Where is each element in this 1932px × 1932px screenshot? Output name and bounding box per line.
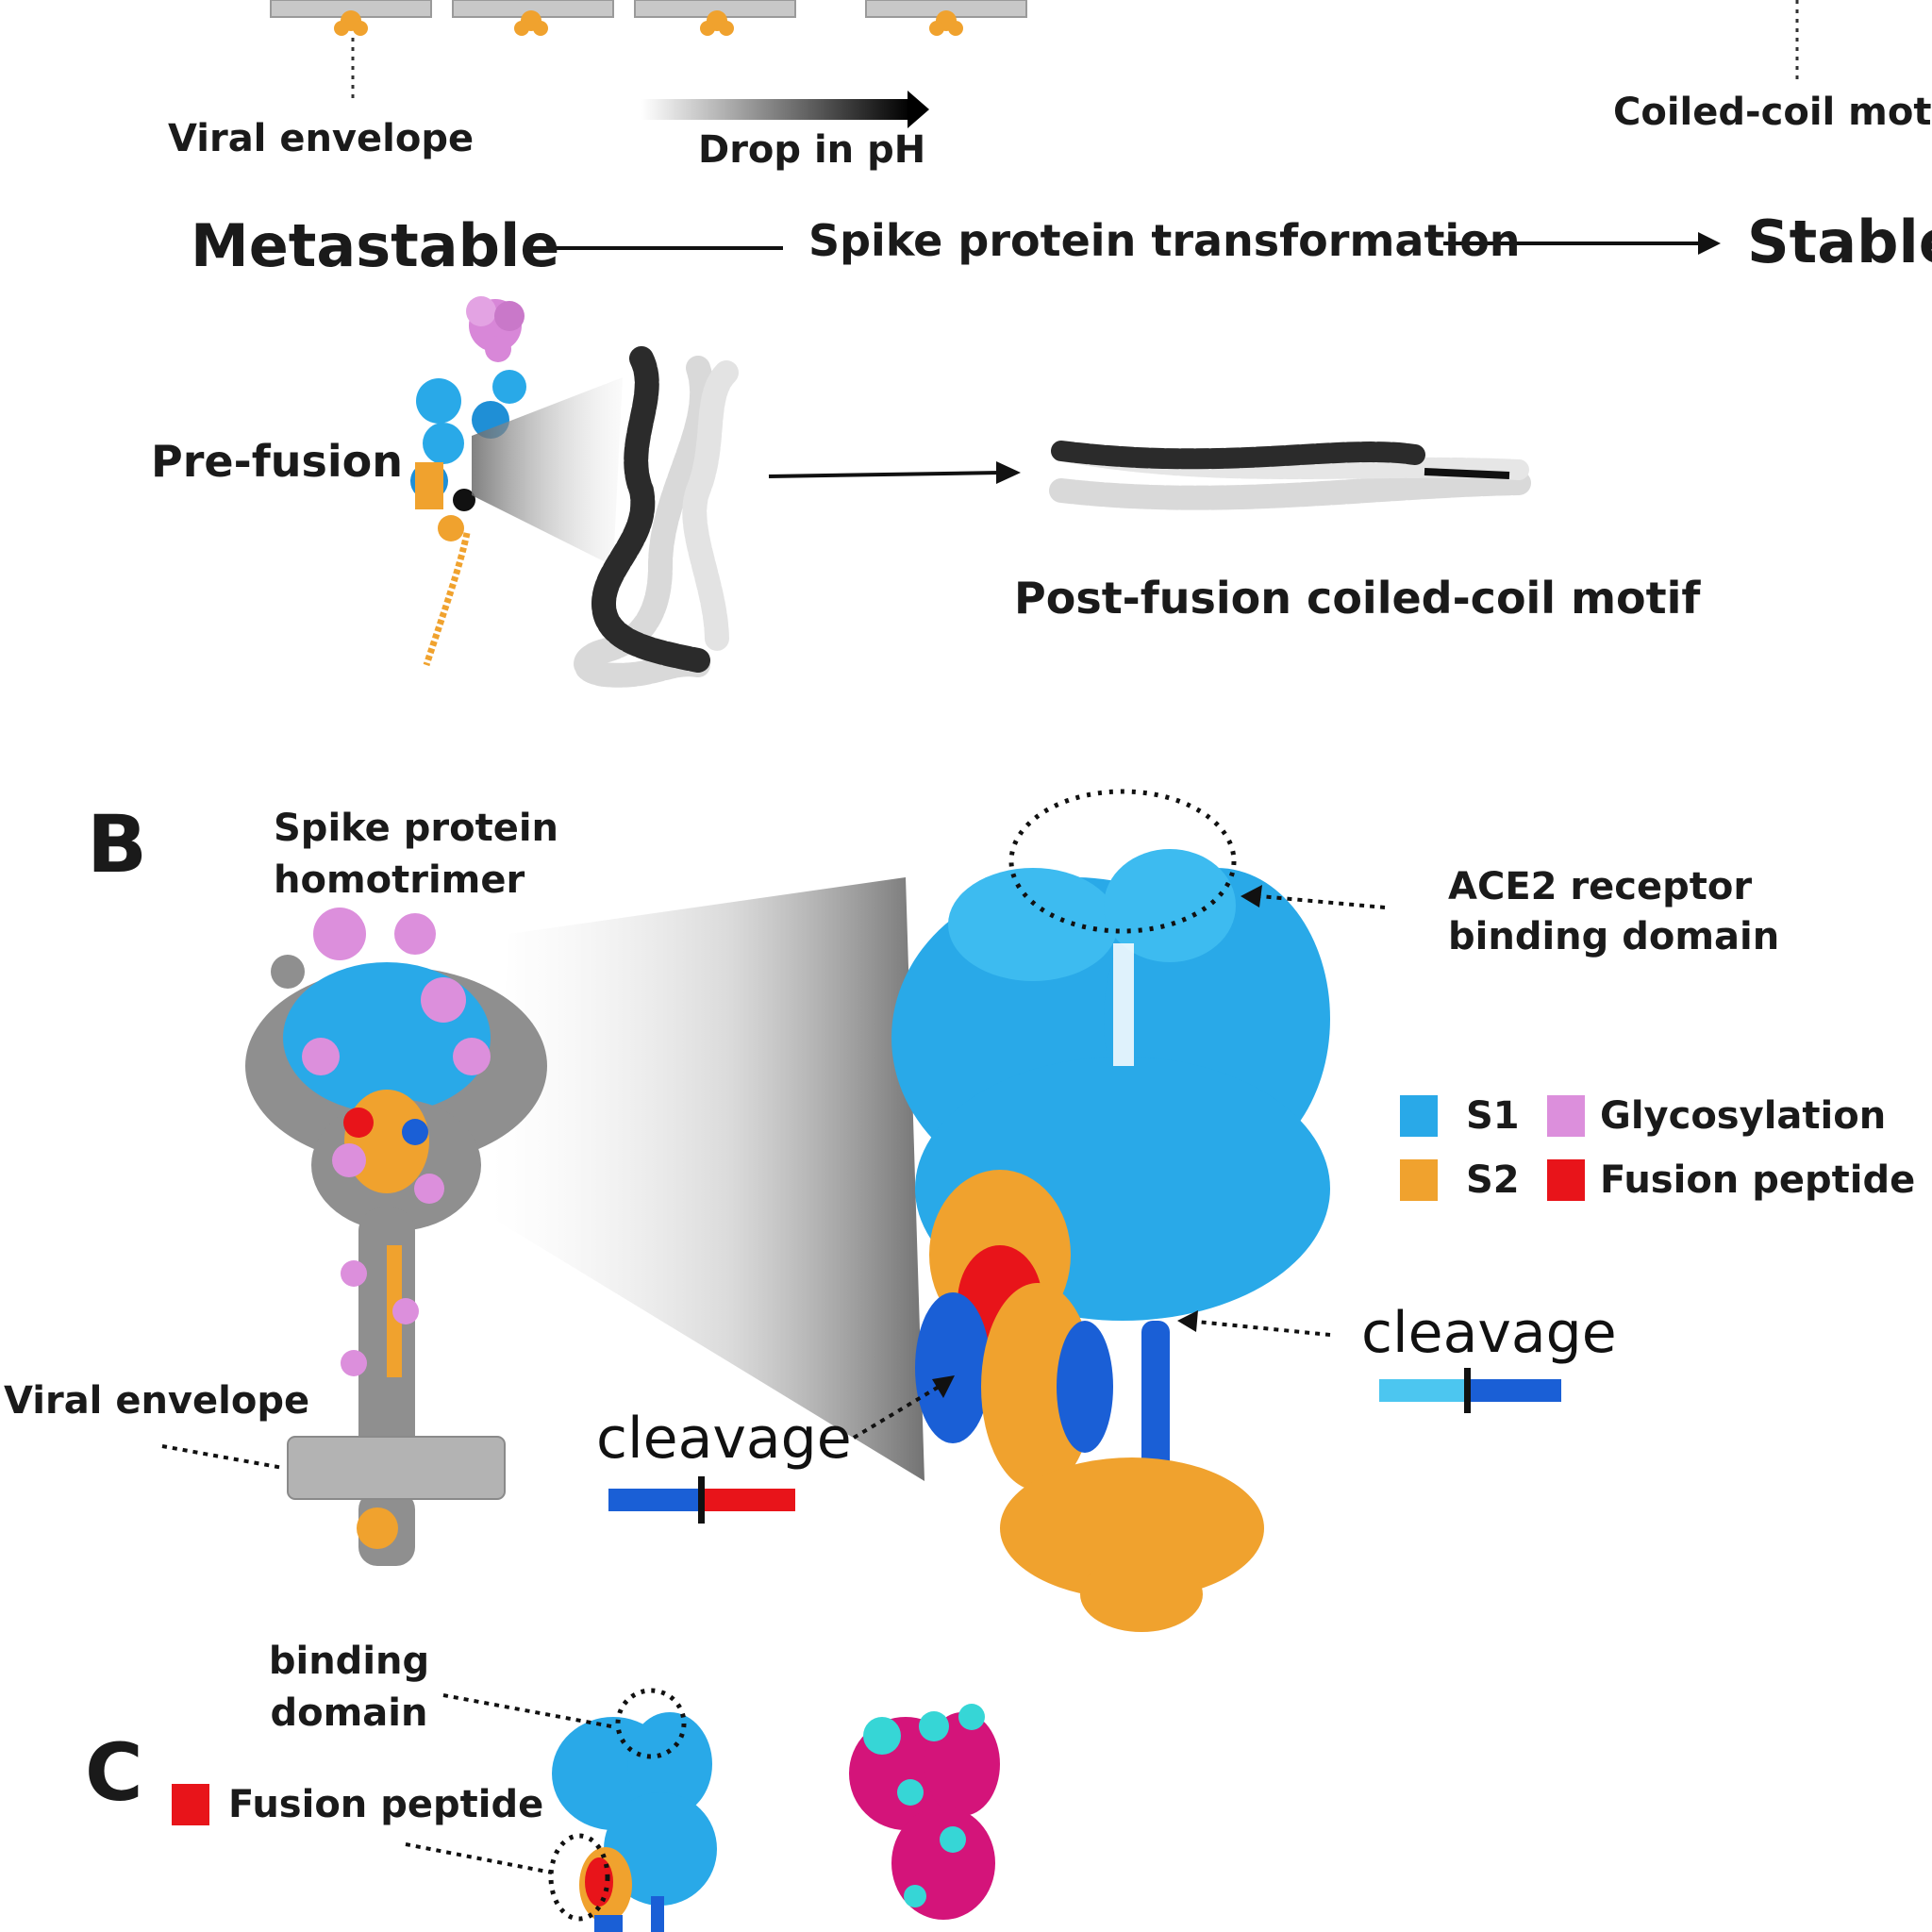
viral-envelope-membrane xyxy=(287,1436,506,1500)
homotrimer-label-line2: homotrimer xyxy=(274,858,525,902)
legend-glycosylation-label: Glycosylation xyxy=(1600,1094,1887,1138)
viral-envelope-label-b: Viral envelope xyxy=(4,1379,310,1423)
post-fusion-label: Post-fusion coiled-coil motif xyxy=(1014,573,1701,624)
legend-s1-swatch xyxy=(1400,1095,1438,1137)
pre-fusion-label: Pre-fusion xyxy=(151,436,403,487)
panel-c-binding-line2: domain xyxy=(270,1691,428,1735)
cleavage-left-arrowhead xyxy=(932,1375,955,1398)
pre-fusion-spike xyxy=(410,296,526,667)
panel-c-fusion-circle xyxy=(548,1833,610,1922)
panel-c-fusion-label: Fusion peptide xyxy=(228,1783,544,1826)
legend-fusion-peptide: Fusion peptide xyxy=(1547,1158,1915,1202)
legend-s1: S1 xyxy=(1400,1094,1520,1138)
cleavage-bar-left xyxy=(608,1476,795,1524)
homotrimer-zoom-wedge xyxy=(491,877,924,1481)
panel-c-binding-line1: binding xyxy=(268,1640,430,1683)
legend-s2-label: S2 xyxy=(1466,1158,1520,1202)
cleavage-bar-right xyxy=(1379,1368,1561,1413)
drop-in-ph-arrow xyxy=(641,91,929,128)
drop-in-ph-label: Drop in pH xyxy=(698,128,926,172)
ace2-binding-circle xyxy=(1008,789,1237,934)
transformation-arrowhead xyxy=(1698,232,1721,255)
legend-glycosylation: Glycosylation xyxy=(1547,1094,1886,1138)
coiled-coil-motif-label: Coiled-coil motif xyxy=(1613,91,1932,134)
pre-to-post-arrow-line xyxy=(768,471,1001,478)
stable-label: Stable xyxy=(1747,208,1932,276)
legend-s2: S2 xyxy=(1400,1158,1520,1202)
legend-fusion-swatch xyxy=(1547,1159,1585,1201)
cleavage-right-label: cleavage xyxy=(1361,1300,1617,1366)
cleavage-left-label: cleavage xyxy=(596,1406,852,1472)
panel-b-letter: B xyxy=(87,798,148,891)
panel-c-fusion-swatch xyxy=(172,1784,209,1825)
legend-fusion-label: Fusion peptide xyxy=(1600,1158,1916,1202)
panel-c-binding-leader xyxy=(442,1693,612,1728)
panel-c-spike-colored xyxy=(552,1712,717,1932)
ace2-arrowhead xyxy=(1241,885,1262,908)
post-fusion-coil xyxy=(1049,441,1531,510)
ace2-leader xyxy=(1258,894,1386,909)
panel-c-spike-hydrophobicity xyxy=(849,1704,1000,1920)
viral-envelope-segments xyxy=(270,0,1027,36)
spike-homotrimer xyxy=(245,908,547,1566)
pre-to-post-arrowhead xyxy=(996,461,1021,484)
panel-c-binding-circle xyxy=(615,1688,687,1759)
panel-c-letter: C xyxy=(85,1726,143,1819)
ace2-label-line1: ACE2 receptor xyxy=(1448,865,1753,908)
cleavage-right-leader xyxy=(1195,1320,1331,1337)
spike-monomer xyxy=(891,849,1330,1632)
legend-glycosylation-swatch xyxy=(1547,1095,1585,1137)
ace2-label-line2: binding domain xyxy=(1448,915,1780,958)
pre-fusion-coil xyxy=(574,346,739,688)
panel-c-fusion-legend: Fusion peptide xyxy=(172,1783,543,1826)
panel-c-fusion-leader xyxy=(405,1842,553,1874)
pre-fusion-zoom-wedge xyxy=(472,377,623,566)
legend-s2-swatch xyxy=(1400,1159,1438,1201)
transformation-label: Spike protein transformation xyxy=(808,215,1521,266)
viral-envelope-b-leader xyxy=(161,1444,284,1470)
homotrimer-label-line1: Spike protein xyxy=(274,807,559,850)
legend-s1-label: S1 xyxy=(1466,1094,1520,1138)
cleavage-right-arrowhead xyxy=(1177,1310,1198,1332)
viral-envelope-label-a: Viral envelope xyxy=(168,117,475,160)
metastable-label: Metastable xyxy=(191,211,560,280)
